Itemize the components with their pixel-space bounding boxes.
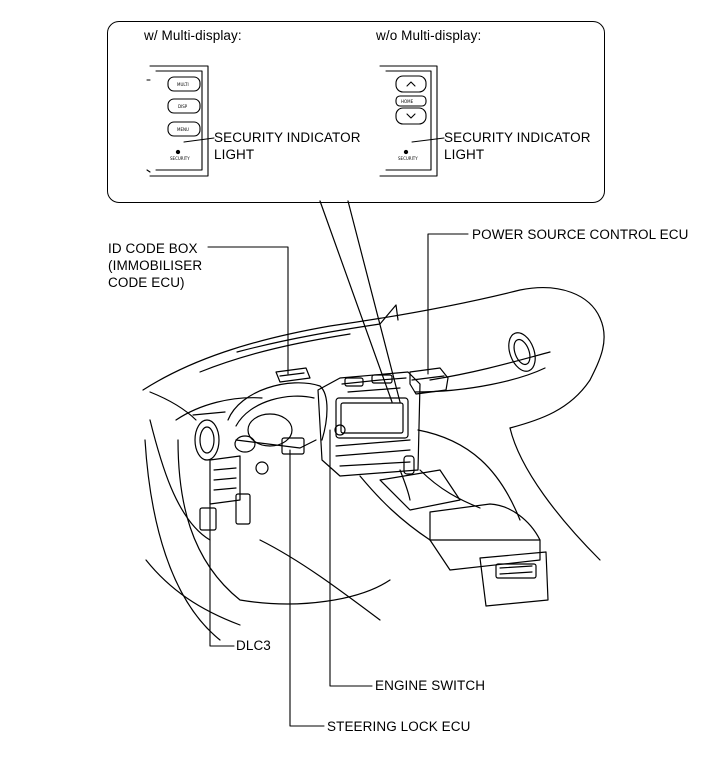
id-code-box-leader <box>207 246 289 375</box>
right-security-indicator-label: SECURITY INDICATOR LIGHT <box>444 130 591 162</box>
multi-button-text: MULTI <box>177 82 189 87</box>
dlc3-label: DLC3 <box>236 638 271 653</box>
dashboard-outline <box>142 287 605 641</box>
engine-switch-leader <box>329 429 373 687</box>
inset-heading-without-multi-display: w/o Multi-display: <box>376 28 482 43</box>
power-source-ecu-leader <box>427 233 469 375</box>
dlc3-leader <box>209 489 235 647</box>
inset-callout-frame <box>107 21 605 203</box>
right-indicator-leader <box>411 137 445 143</box>
left-security-indicator-label: SECURITY INDICATOR LIGHT <box>214 130 361 162</box>
engine-switch-label: ENGINE SWITCH <box>375 678 486 693</box>
disp-button-text: DISP <box>178 104 188 109</box>
steering-lock-ecu-leader <box>289 449 325 727</box>
left-indicator-leader <box>183 137 215 143</box>
steering-lock-ecu-label: STEERING LOCK ECU <box>327 719 471 734</box>
left-security-text: SECURITY <box>170 156 190 161</box>
right-security-text: SECURITY <box>398 156 418 161</box>
inset-pointer-left <box>319 200 393 403</box>
multi-display-switch-panel <box>146 65 209 177</box>
inset-heading-with-multi-display: w/ Multi-display: <box>144 28 242 43</box>
component-leader-lines <box>207 233 469 727</box>
non-multi-display-switch-panel <box>379 65 438 177</box>
power-source-control-ecu-label: POWER SOURCE CONTROL ECU <box>472 227 689 242</box>
home-button-text: HOME <box>401 99 414 104</box>
inset-pointer-right <box>347 200 401 403</box>
menu-button-text: MENU <box>177 127 189 132</box>
id-code-box-label: ID CODE BOX (IMMOBILISER CODE ECU) <box>108 241 203 290</box>
